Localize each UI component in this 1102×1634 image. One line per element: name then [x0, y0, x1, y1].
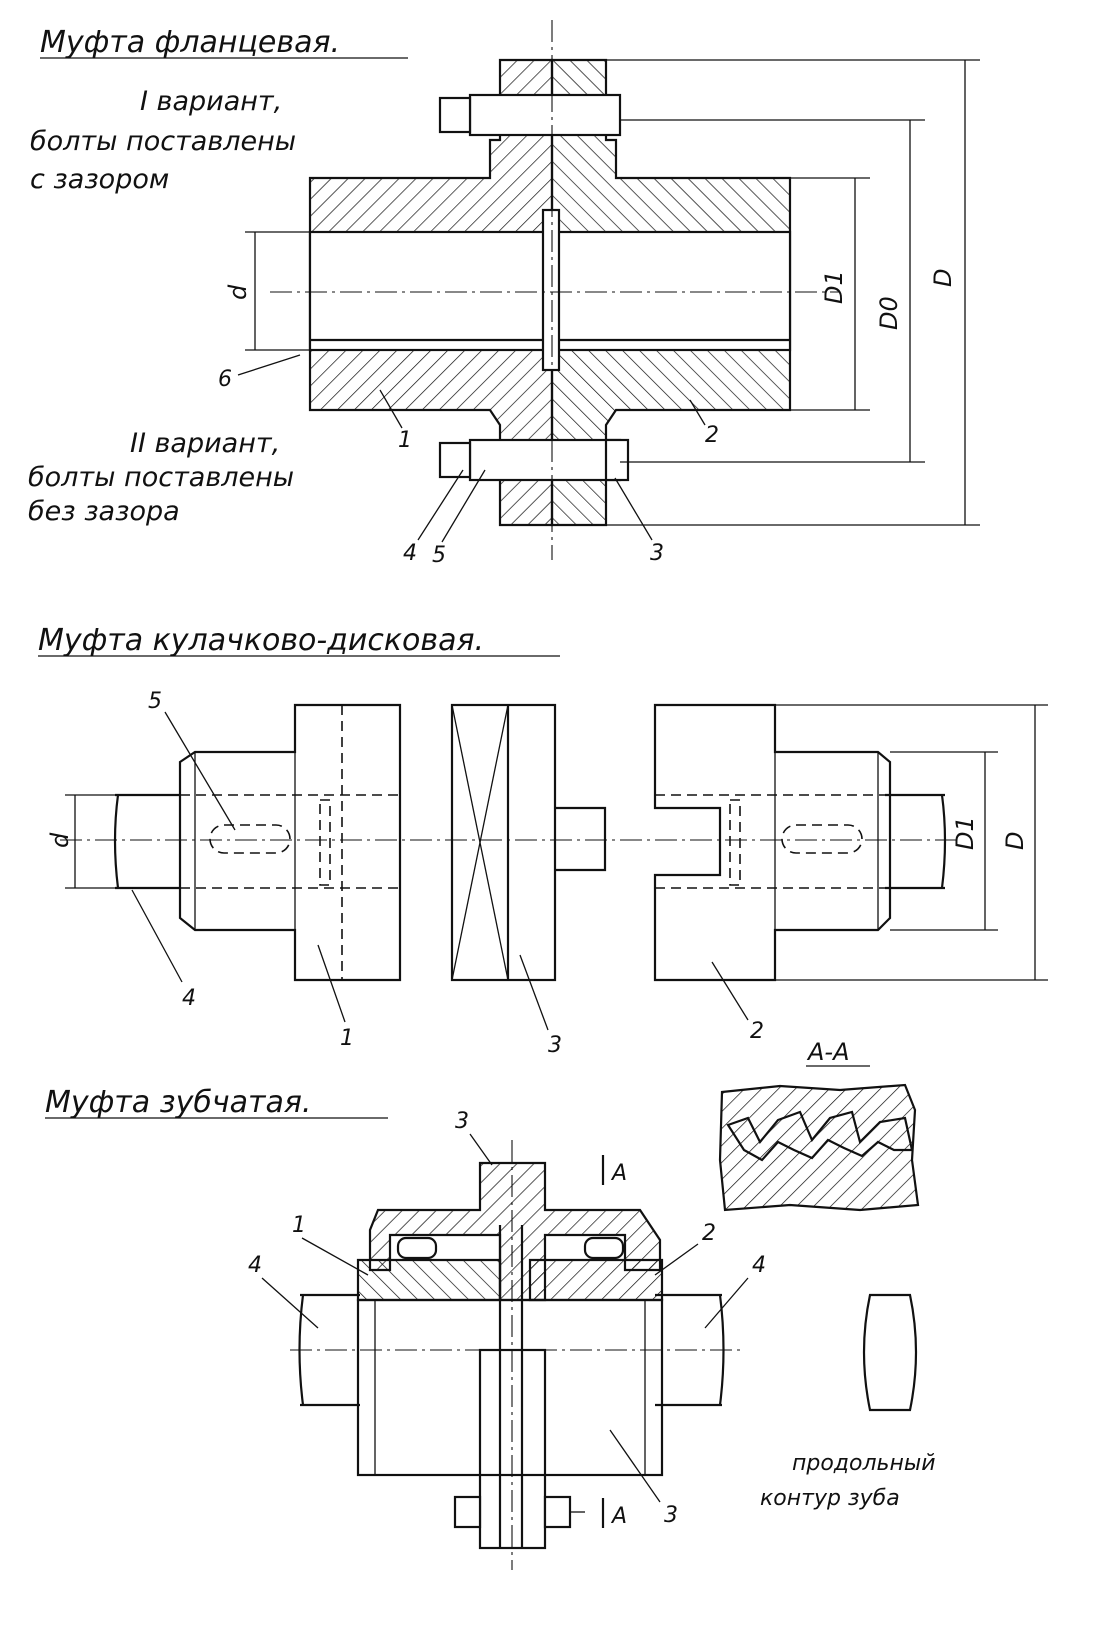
- section-aa-tooth-view: [718, 1083, 920, 1212]
- cut-mark-bottom-label: А: [610, 1504, 627, 1529]
- jaw-dim-d-label: d: [46, 832, 74, 848]
- variant1-line2: болты поставлены: [30, 126, 296, 157]
- dim-d0-label: D0: [875, 296, 903, 330]
- flange-part-6: 6: [218, 367, 232, 392]
- tooth-contour-shape: [862, 1293, 918, 1412]
- gear-coupling-body: [356, 1298, 664, 1477]
- centering-spigot: [541, 208, 561, 372]
- bolt-top-head: [438, 96, 472, 134]
- right-shaft-break: [940, 794, 947, 889]
- gear-bolt-head: [453, 1495, 482, 1529]
- jaw-part-3: 3: [548, 1033, 562, 1058]
- flange-title: Муфта фланцевая.: [40, 25, 340, 60]
- jaw-part-5: 5: [148, 689, 162, 714]
- key-left: [209, 824, 291, 854]
- bolt-top: [468, 93, 622, 137]
- gear-hub-1-section: [356, 1258, 502, 1302]
- gear-part-4-left: 4: [248, 1253, 262, 1278]
- gear-hub-2-section: [528, 1258, 664, 1302]
- gear-part-2: 2: [702, 1221, 716, 1246]
- flange-part-3: 3: [650, 541, 664, 566]
- tooth-caption-line1: продольный: [792, 1451, 936, 1476]
- variant2-line3: без зазора: [28, 496, 180, 527]
- bolt-bottom-head: [438, 441, 472, 479]
- variant2-line2: болты поставлены: [28, 462, 294, 493]
- disc-tenon: [555, 806, 607, 872]
- jaw-half-2: [653, 703, 892, 982]
- left-shaft-break: [113, 794, 120, 889]
- section-aa-teeth: [726, 1110, 914, 1162]
- gear-seal-left: [396, 1236, 438, 1260]
- flange-part-5: 5: [432, 543, 446, 568]
- jaw-part-1: 1: [340, 1026, 354, 1051]
- flange-part-1: 1: [398, 428, 412, 453]
- jaw-coupling-section: Муфта кулачково-дисковая.: [38, 623, 1048, 1058]
- flange-part-4: 4: [403, 541, 417, 566]
- flange-part-2: 2: [705, 423, 719, 448]
- gear-part-4-right: 4: [752, 1253, 766, 1278]
- cut-mark-top-label: А: [610, 1161, 627, 1186]
- gear-coupling-section: Муфта зубчатая. А-А А: [45, 1038, 936, 1570]
- dim-d-outer-label: D: [929, 269, 957, 287]
- key-right: [781, 824, 863, 854]
- tooth-caption-line2: контур зуба: [760, 1486, 900, 1511]
- jaw-part-2: 2: [750, 1019, 764, 1044]
- jaw-dim-d1-label: D1: [951, 816, 979, 850]
- gear-part-3-bottom: 3: [664, 1503, 678, 1528]
- flange-coupling-section: Муфта фланцевая. I вариант, болты постав…: [28, 20, 980, 568]
- gear-seal-right: [583, 1236, 625, 1260]
- gear-title: Муфта зубчатая.: [45, 1085, 311, 1120]
- variant1-line1: I вариант,: [140, 86, 282, 117]
- middle-disc: [450, 703, 557, 982]
- gear-part-1: 1: [292, 1213, 306, 1238]
- dim-d-label: d: [224, 284, 252, 300]
- jaw-half-1: [178, 703, 402, 982]
- gear-bolt-nut: [543, 1495, 572, 1529]
- bolt-bottom: [468, 438, 622, 482]
- dim-d1-label: D1: [820, 270, 848, 304]
- variant1-line3: с зазором: [30, 164, 169, 195]
- jaw-dim-d-outer-label: D: [1001, 832, 1029, 850]
- section-aa-label: А-А: [806, 1038, 850, 1066]
- gear-part-3-top: 3: [455, 1109, 469, 1134]
- bolt-bottom-nut: [604, 438, 630, 482]
- jaw-part-4: 4: [182, 986, 196, 1011]
- jaw-title: Муфта кулачково-дисковая.: [38, 623, 484, 658]
- variant2-line1: II вариант,: [130, 428, 280, 459]
